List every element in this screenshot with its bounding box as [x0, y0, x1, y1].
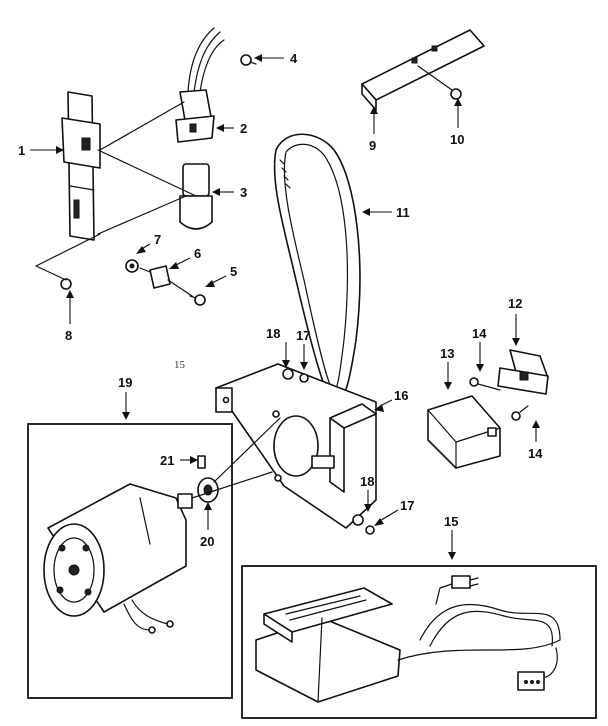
part-11-belt — [273, 133, 361, 405]
part-14-screw-b — [511, 405, 529, 421]
part-6-clip — [149, 265, 171, 289]
part-5-screw — [189, 294, 206, 306]
part-7-washer — [125, 259, 139, 273]
callout-10: 10 — [450, 132, 464, 147]
callout-17-upper: 17 — [296, 328, 310, 343]
callout-15: 15 — [444, 514, 458, 529]
part-4-screw — [240, 54, 257, 66]
callout-11: 11 — [396, 205, 410, 220]
part-13-box — [427, 395, 501, 469]
callout-6: 6 — [194, 246, 201, 261]
callout-16: 16 — [394, 388, 408, 403]
part-8-screw — [60, 278, 72, 290]
assembly-line-motor-2 — [213, 417, 281, 483]
part-12-switch — [497, 349, 549, 395]
callout-14-lower: 14 — [528, 446, 543, 461]
callout-labels: 1 2 3 4 5 6 7 8 9 10 11 12 13 14 14 15 1… — [18, 51, 543, 549]
part-18-washer-top — [282, 368, 294, 380]
part-1-bracket — [61, 91, 101, 241]
part-2-lamp-socket — [175, 27, 225, 143]
callout-12: 12 — [508, 296, 522, 311]
callout-13: 13 — [440, 346, 454, 361]
callout-4: 4 — [290, 51, 298, 66]
part-18-washer-bottom — [352, 514, 364, 526]
callout-17-lower: 17 — [400, 498, 414, 513]
callout-3: 3 — [240, 185, 247, 200]
callout-20: 20 — [200, 534, 214, 549]
part-10-screw — [417, 65, 462, 100]
motor-frame — [27, 423, 233, 699]
callout-9: 9 — [369, 138, 376, 153]
part-19-motor — [43, 483, 193, 634]
callout-18-upper: 18 — [266, 326, 280, 341]
callout-2: 2 — [240, 121, 247, 136]
part-16-motor-bracket — [215, 363, 377, 529]
callout-14-upper: 14 — [472, 326, 487, 341]
stray-mark: 15 — [174, 359, 186, 371]
part-3-bulb — [179, 163, 213, 230]
callout-5: 5 — [230, 264, 237, 279]
leader-lines — [30, 54, 540, 560]
callout-1: 1 — [18, 143, 25, 158]
controller-frame — [241, 565, 597, 719]
part-17-screw-top — [299, 373, 309, 383]
assembly-lines-top-left — [35, 101, 197, 297]
callout-7: 7 — [154, 232, 161, 247]
assembly-line-motor — [191, 471, 273, 499]
part-15-foot-controller — [255, 575, 561, 703]
part-21-screw — [197, 455, 206, 469]
callout-18-lower: 18 — [360, 474, 374, 489]
callout-8: 8 — [65, 328, 72, 343]
callout-19: 19 — [118, 375, 132, 390]
part-9-bar — [361, 29, 485, 111]
callout-21: 21 — [160, 453, 174, 468]
part-17-screw-bottom — [365, 525, 375, 535]
part-14-screw-a — [469, 377, 501, 391]
